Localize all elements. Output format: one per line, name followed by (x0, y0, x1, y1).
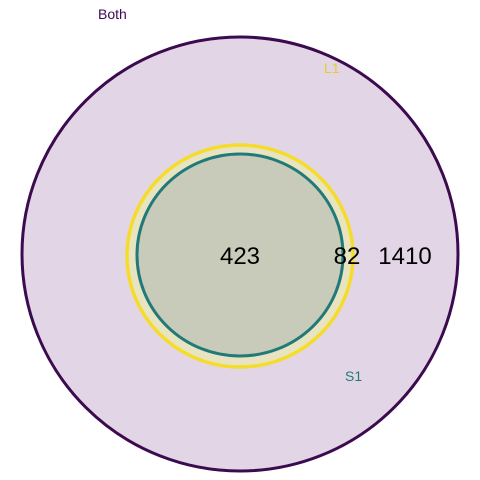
set-both-label: Both (98, 6, 127, 22)
region-count-both-l1: 82 (334, 243, 361, 270)
region-count-all-three: 423 (220, 243, 260, 270)
set-s1-label: S1 (345, 368, 362, 384)
region-count-both-only: 1410 (378, 243, 431, 270)
set-l1-label: L1 (324, 60, 340, 76)
set-s1-circle (135, 152, 345, 358)
